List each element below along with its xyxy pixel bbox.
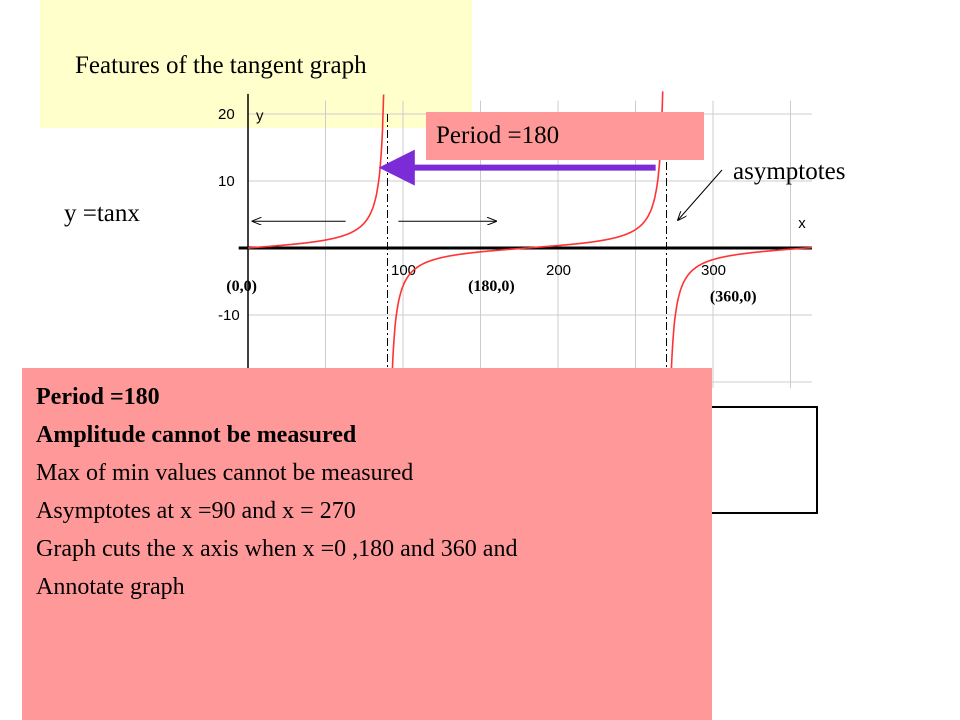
equation-label: y =tanx <box>64 200 140 227</box>
summary-line: Period =180 <box>36 384 160 410</box>
summary-line: Asymptotes at x =90 and x = 270 <box>36 498 356 524</box>
coordinate-label: (360,0) <box>710 289 757 306</box>
y-tick-label: 10 <box>218 173 235 190</box>
title-box <box>40 0 472 128</box>
x-tick-label: 300 <box>701 262 726 279</box>
coordinate-label: (180,0) <box>468 278 515 295</box>
empty-box <box>700 406 818 514</box>
summary-box: Period =180 Amplitude cannot be measured… <box>22 368 712 720</box>
y-tick-label: 20 <box>218 106 235 123</box>
x-axis-label: x <box>798 215 806 232</box>
period-banner: Period =180 <box>426 112 704 160</box>
y-axis-label: y <box>256 108 264 125</box>
summary-line: Max of min values cannot be measured <box>36 460 414 486</box>
y-tick-label: -10 <box>218 307 240 324</box>
slide-title: Features of the tangent graph <box>75 52 367 79</box>
summary-line: Graph cuts the x axis when x =0 ,180 and… <box>36 536 518 562</box>
asymptotes-label: asymptotes <box>733 158 846 185</box>
tan-curve <box>390 91 664 388</box>
tan-curve <box>669 246 812 388</box>
coordinate-label: (0,0) <box>226 278 257 295</box>
summary-line: Annotate graph <box>36 574 185 600</box>
asymptote-pointer <box>678 169 723 220</box>
x-tick-label: 200 <box>546 262 571 279</box>
tan-curve <box>248 94 385 249</box>
summary-line: Amplitude cannot be measured <box>36 422 357 448</box>
